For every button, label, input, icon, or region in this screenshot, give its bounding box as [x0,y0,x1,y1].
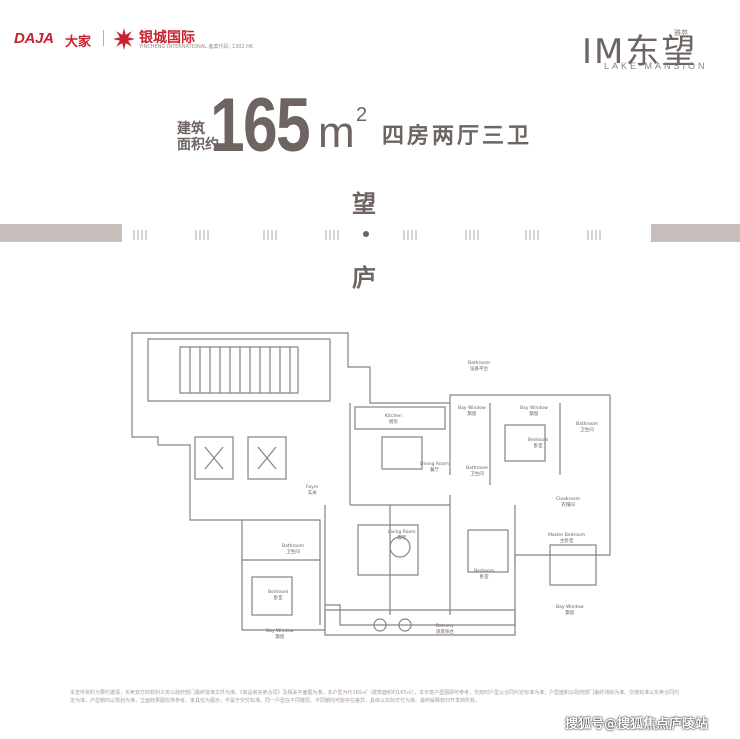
decorative-band-left [0,224,122,242]
room-cloakroom: Cloakroom 衣帽间 [556,497,581,508]
daja-logo-cn: 大家 [65,35,92,50]
room-balcony: Balcony 观景阳台 [436,624,454,635]
disclaimer-text: 本宣传资料为要约邀请，买卖双方的权利义务以政府部门最终批准文件为准。《商品房买卖… [70,690,680,704]
room-living: Living Room 客厅 [388,530,416,541]
room-bedroom-left: Bedroom 卧室 [268,590,289,601]
area-unit: m [318,108,355,157]
area-label-line2: 面积约 [177,137,219,153]
unit-name-line2: 庐 [352,264,376,292]
area-label-line1: 建筑 [177,121,205,137]
room-layout-title: 四房两厅三卫 [382,124,533,149]
project-logo-small: 雅苑 [674,29,688,37]
project-logo-en: LAKE MANSION [604,61,708,71]
area-unit-superscript: 2 [356,104,368,126]
unit-name-line1: 望 [352,190,376,218]
room-bay-window-left: Bay Window 飘窗 [266,629,294,640]
logo-divider [103,30,104,46]
room-bay-window-right: Bay Window 飘窗 [556,605,584,616]
room-bathroom-right: Bathroom 卫生间 [576,422,599,433]
room-dining: Dining Room 餐厅 [420,462,449,473]
room-bedroom-mid: Bedroom 卧室 [474,569,495,580]
room-bay-window-2: Bay Window 飘窗 [520,406,548,417]
room-bathroom-left: Bathroom 卫生间 [282,544,305,555]
yincheng-logo: 银城国际 [139,30,195,46]
source-watermark: 搜狐号@搜狐焦点庐陵站 [565,717,709,732]
floor-plan [131,332,611,636]
yincheng-flower-icon [113,28,135,50]
area-number: 165 [210,83,311,168]
room-bay-window-1: Bay Window 飘窗 [458,406,486,417]
daja-logo: DAJA [14,30,54,47]
room-bathroom-top: Bathroom 设备平台 [468,361,491,372]
room-bathroom-mid: Bathroom 卫生间 [466,466,489,477]
unit-name-dot [363,231,369,237]
room-foyer: Foyer 玄关 [306,485,319,496]
room-master-bedroom: Master Bedroom 主卧室 [548,533,586,544]
room-bedroom-top: Bedroom 卧室 [528,438,549,449]
room-kitchen: Kitchen 厨房 [385,414,402,425]
yincheng-sub: YINCHENG INTERNATIONAL 备案代码: 1302.HK [139,44,254,50]
decorative-band-right [651,224,740,242]
decorative-band-pattern [133,230,601,240]
project-logo: IM东望 [582,32,698,72]
